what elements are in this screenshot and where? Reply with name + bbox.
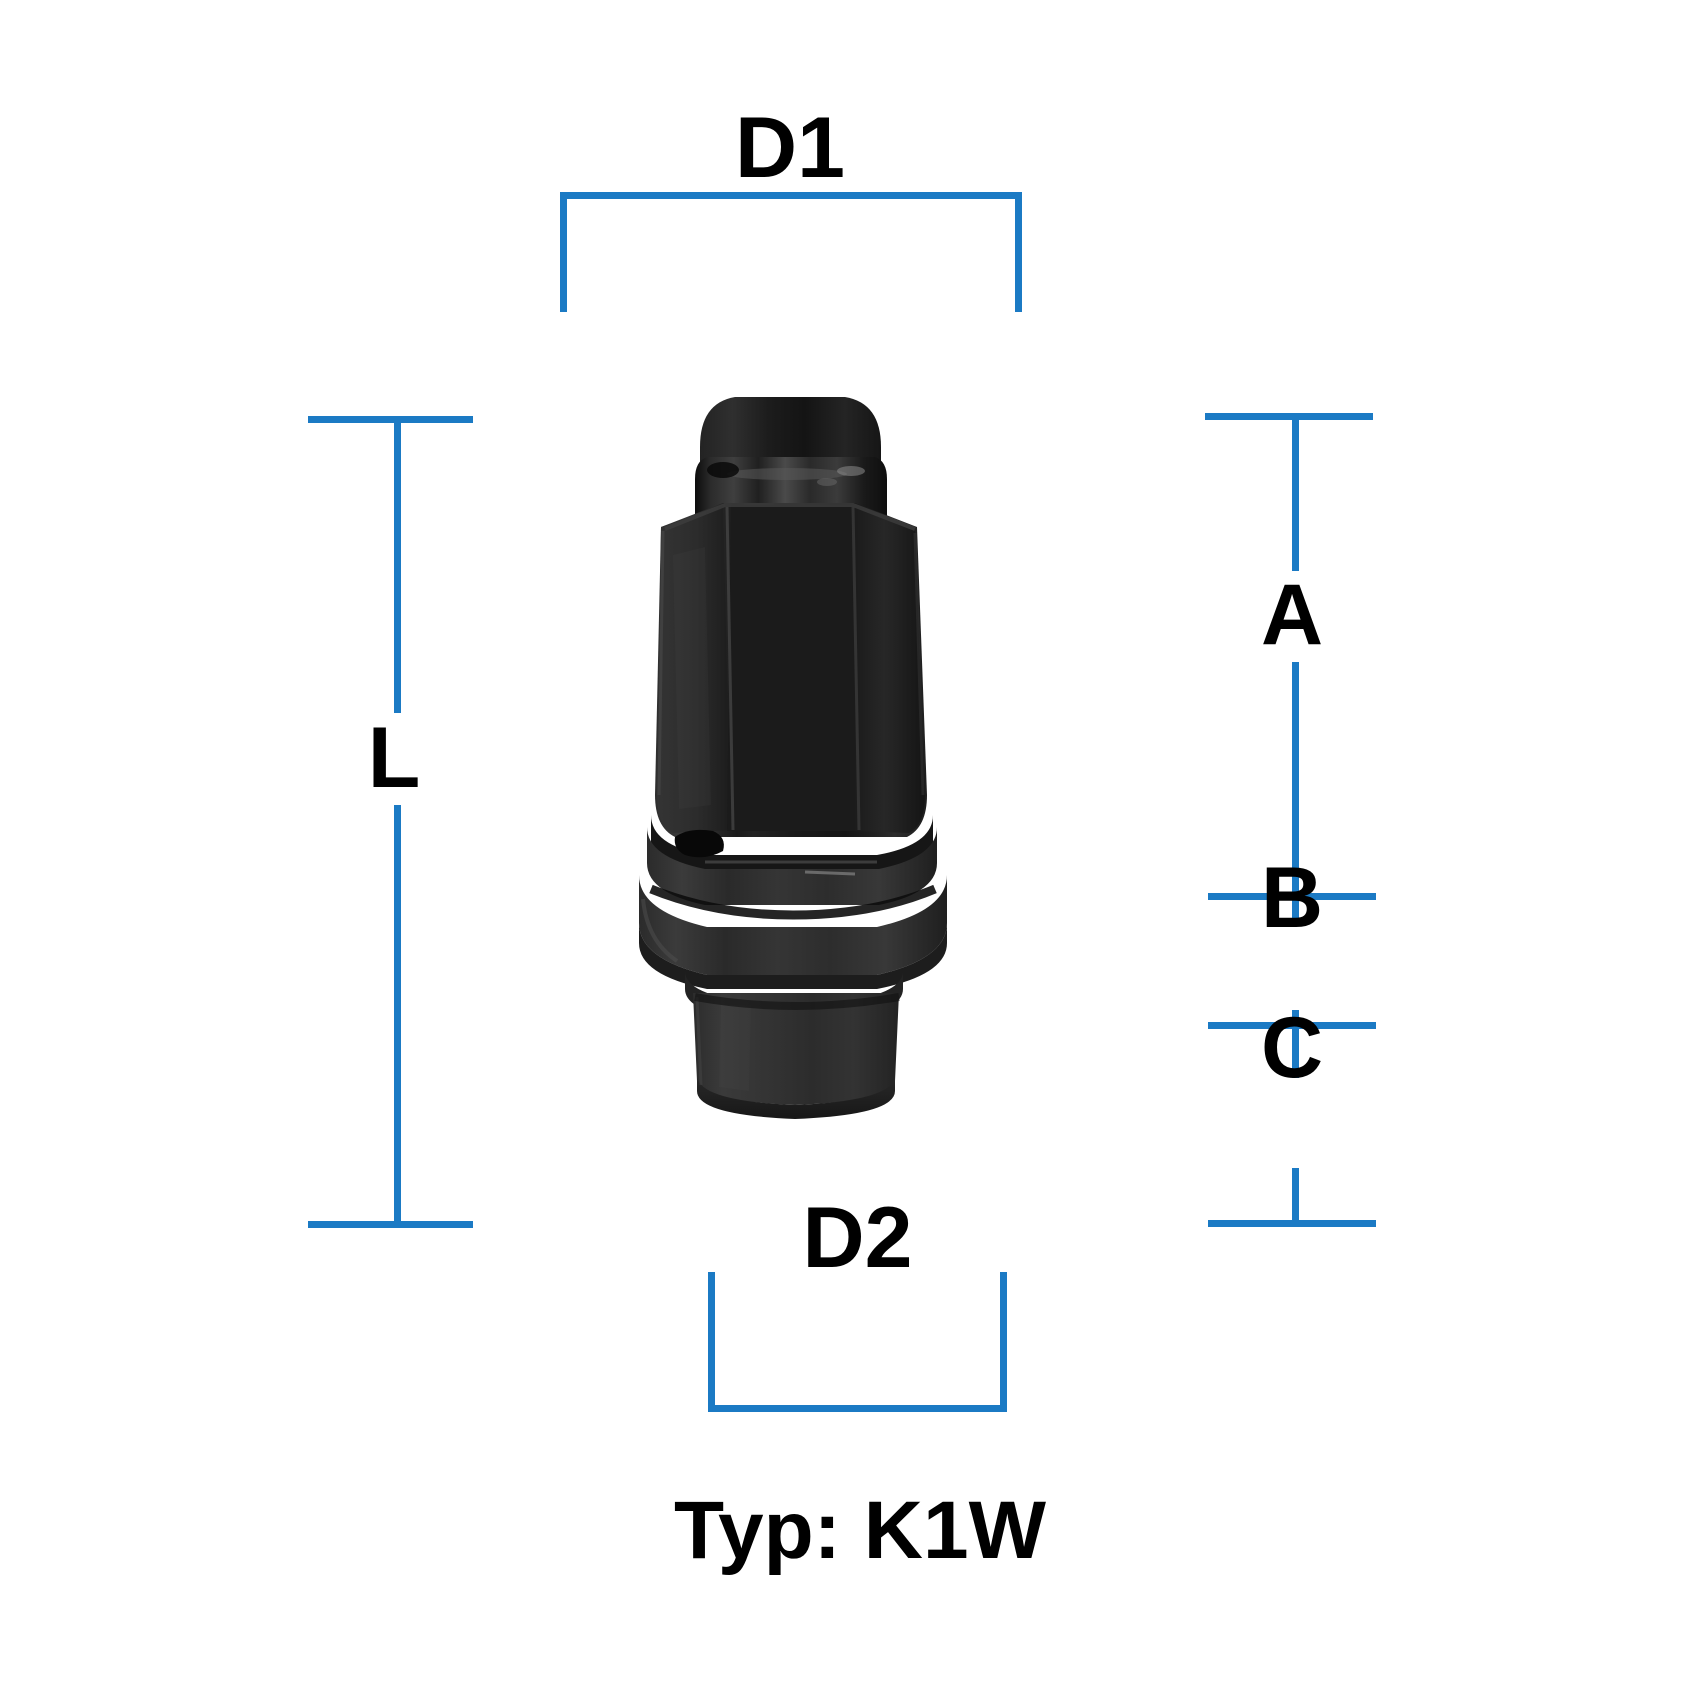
dimension-d1-tick-right bbox=[1015, 192, 1022, 312]
nut-washer-flange bbox=[639, 815, 947, 989]
dimension-l-tick-bottom bbox=[308, 1221, 473, 1228]
dimension-a-tick-top bbox=[1205, 413, 1373, 420]
dimension-b-label: B bbox=[1260, 850, 1324, 946]
dimension-d2-tick-right bbox=[1000, 1272, 1007, 1412]
dimension-d1-label: D1 bbox=[735, 100, 845, 196]
dimension-d2-baseline bbox=[708, 1405, 1007, 1412]
nut-hex-body bbox=[655, 503, 927, 837]
dimension-d1-baseline bbox=[560, 192, 1022, 199]
dimension-l-line-lower bbox=[394, 805, 401, 1225]
dimension-l-line-upper bbox=[394, 416, 401, 713]
dimension-l-tick-top bbox=[308, 416, 473, 423]
dimension-a-label: A bbox=[1260, 567, 1324, 663]
dimension-a-line-upper bbox=[1292, 413, 1299, 571]
dimension-d2-label: D2 bbox=[802, 1190, 913, 1286]
dimension-c-line-lower bbox=[1292, 1168, 1299, 1224]
type-caption: Typ: K1W bbox=[673, 1485, 1046, 1576]
dimension-a-line-lower bbox=[1292, 662, 1299, 900]
dimension-l-label: L bbox=[367, 710, 421, 806]
dimension-c-line-upper bbox=[1292, 1022, 1299, 1078]
dimension-c-label: C bbox=[1260, 1000, 1324, 1096]
dimension-c-tick-bottom bbox=[1208, 1220, 1376, 1227]
dimension-b-line-upper bbox=[1292, 893, 1299, 921]
lug-nut-illustration bbox=[639, 397, 947, 1119]
nut-shank bbox=[685, 971, 903, 1119]
dimension-d2-tick-left bbox=[708, 1272, 715, 1412]
dimension-d1-tick-left bbox=[560, 192, 567, 312]
